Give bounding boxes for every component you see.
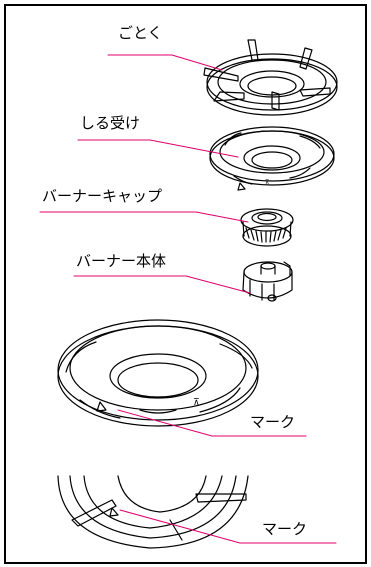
svg-text:⊼: ⊼ xyxy=(265,179,269,186)
diagram-frame xyxy=(4,4,367,564)
closeup-part xyxy=(57,475,249,549)
label-mark-1: マーク xyxy=(250,413,296,431)
burner-cap-part xyxy=(240,208,294,247)
label-gotoku: ごとく xyxy=(118,24,163,42)
label-burner-body: バーナー本体 xyxy=(76,252,167,270)
label-shiru-uke: しる受け xyxy=(80,114,141,132)
large-pan-part: ⊼ xyxy=(57,319,259,427)
svg-text:⊼: ⊼ xyxy=(193,398,200,408)
label-burner-cap: バーナーキャップ xyxy=(42,187,163,205)
label-mark-2: マーク xyxy=(262,520,308,538)
shiru-uke-part: ⊼ xyxy=(209,126,335,191)
leader-lines xyxy=(39,54,337,544)
burner-body-part xyxy=(242,261,293,302)
gotoku-part xyxy=(203,39,338,116)
